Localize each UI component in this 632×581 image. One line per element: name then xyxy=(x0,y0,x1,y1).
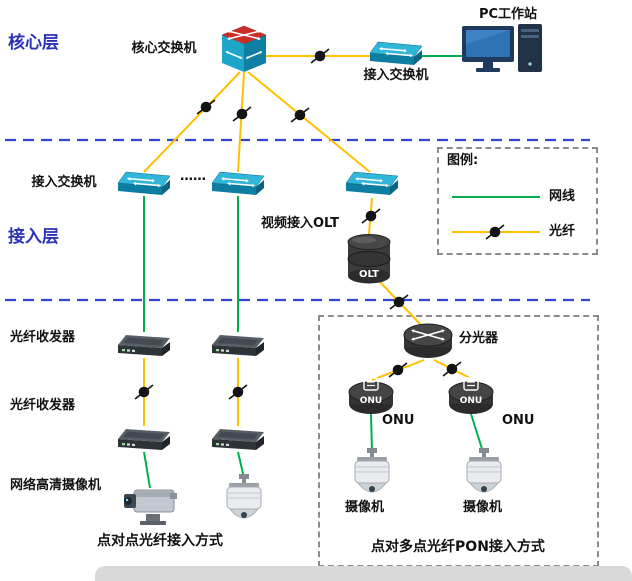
olt-badge: OLT xyxy=(359,269,379,280)
access-switch-left-label: 接入交换机 xyxy=(31,175,97,190)
access-switch-mid-icon xyxy=(211,171,265,196)
onu-right-badge: ONU xyxy=(460,396,483,406)
dome-camera-mid-icon xyxy=(226,473,262,519)
core-layer-label: 核心层 xyxy=(8,33,59,53)
hd-camera-label: 网络高清摄像机 xyxy=(10,478,102,493)
pc-workstation-icon xyxy=(462,24,542,72)
fiber-transceiver-left-bottom-icon xyxy=(118,429,170,450)
legend-fiber-label: 光纤 xyxy=(549,224,576,239)
pc-workstation-label: PC工作站 xyxy=(478,7,538,22)
splitter-label: 分光器 xyxy=(459,331,499,346)
camera-right-label: 摄像机 xyxy=(463,500,503,515)
dome-camera-pon-left-icon xyxy=(354,447,390,493)
access-switch-right-icon xyxy=(345,171,399,196)
pon-caption: 点对多点光纤PON接入方式 xyxy=(371,539,545,555)
p2p-caption: 点对点光纤接入方式 xyxy=(97,533,223,549)
access-switch-top-label: 接入交换机 xyxy=(363,68,429,83)
core-switch-label: 核心交换机 xyxy=(131,41,197,56)
onu-right-label: ONU xyxy=(502,413,535,428)
fiber-transceiver-left-top-icon xyxy=(118,335,170,356)
access-switch-top-icon xyxy=(369,41,423,66)
fiber-transceiver-label-2: 光纤收发器 xyxy=(10,398,76,413)
ellipsis-label: …… xyxy=(180,169,206,184)
access-layer-label: 接入层 xyxy=(8,227,59,247)
legend-title: 图例: xyxy=(447,153,479,168)
layer-dividers xyxy=(5,138,590,302)
ethernet-links xyxy=(143,55,540,489)
box-camera-icon xyxy=(123,489,178,526)
bottom-strip xyxy=(95,566,632,581)
fiber-transceiver-label-1: 光纤收发器 xyxy=(10,330,76,345)
legend-box xyxy=(437,147,598,255)
legend-ethernet-label: 网线 xyxy=(549,189,576,204)
fiber-transceiver-mid-top-icon xyxy=(212,335,264,356)
onu-left-label: ONU xyxy=(382,413,415,428)
video-olt-label: 视频接入OLT xyxy=(260,216,340,231)
optical-splitter-icon xyxy=(403,323,453,359)
dome-camera-pon-right-icon xyxy=(466,447,502,493)
onu-left-badge: ONU xyxy=(360,396,383,406)
core-switch-icon xyxy=(221,25,267,73)
access-switch-left-icon xyxy=(117,171,171,196)
camera-left-label: 摄像机 xyxy=(345,500,385,515)
fiber-transceiver-mid-bottom-icon xyxy=(212,429,264,450)
